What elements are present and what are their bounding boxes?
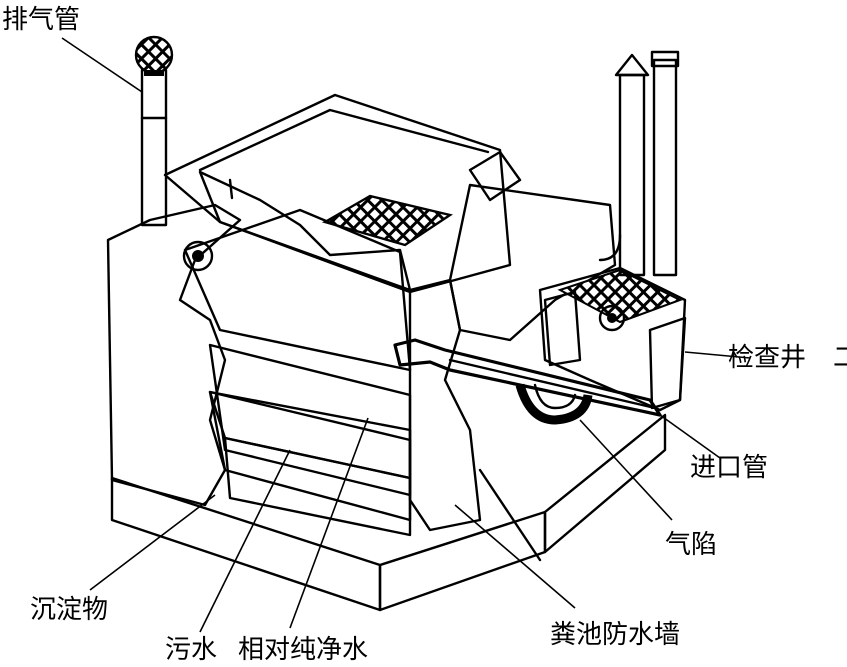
label-inspection-well: 检查井 bbox=[728, 343, 806, 373]
label-inlet-pipe: 进口管 bbox=[690, 453, 768, 483]
sediment-leader bbox=[89, 494, 216, 591]
label-vent-pipe: 排气管 bbox=[2, 5, 80, 35]
edge-mark: 二 bbox=[833, 343, 847, 373]
center-brick-wall bbox=[408, 278, 482, 532]
tank-chamber bbox=[183, 208, 412, 522]
right-vent-pipes bbox=[598, 50, 680, 277]
lid-grate bbox=[321, 194, 453, 247]
label-air-trap: 气陷 bbox=[665, 530, 717, 560]
sewage-leader bbox=[199, 449, 291, 633]
vent-pipe-leader bbox=[61, 37, 143, 93]
inspection-well-leader bbox=[684, 351, 751, 359]
inlet-pipe-leader bbox=[659, 414, 721, 459]
label-sediment: 沉淀物 bbox=[30, 595, 108, 625]
air-trap-fitting bbox=[515, 383, 593, 425]
ground-base bbox=[110, 413, 667, 612]
clean-water-leader bbox=[289, 417, 369, 629]
vent-cap-icon bbox=[134, 35, 174, 75]
waterproof-wall-leader bbox=[454, 504, 576, 609]
label-waterproof-wall: 粪池防水墙 bbox=[550, 620, 680, 650]
air-trap-leader bbox=[579, 419, 673, 521]
tank-lid bbox=[163, 93, 522, 294]
label-clean-water: 相对纯净水 bbox=[238, 635, 368, 665]
clean-water-layer bbox=[208, 390, 412, 480]
left-pipe-opening bbox=[182, 240, 214, 272]
left-brick-wall bbox=[106, 203, 242, 507]
right-brick-wall bbox=[448, 183, 617, 342]
inspection-well bbox=[538, 266, 687, 412]
left-vent-pipe bbox=[134, 35, 174, 227]
label-sewage: 污水 bbox=[165, 635, 217, 665]
sewage-layer bbox=[223, 436, 412, 537]
